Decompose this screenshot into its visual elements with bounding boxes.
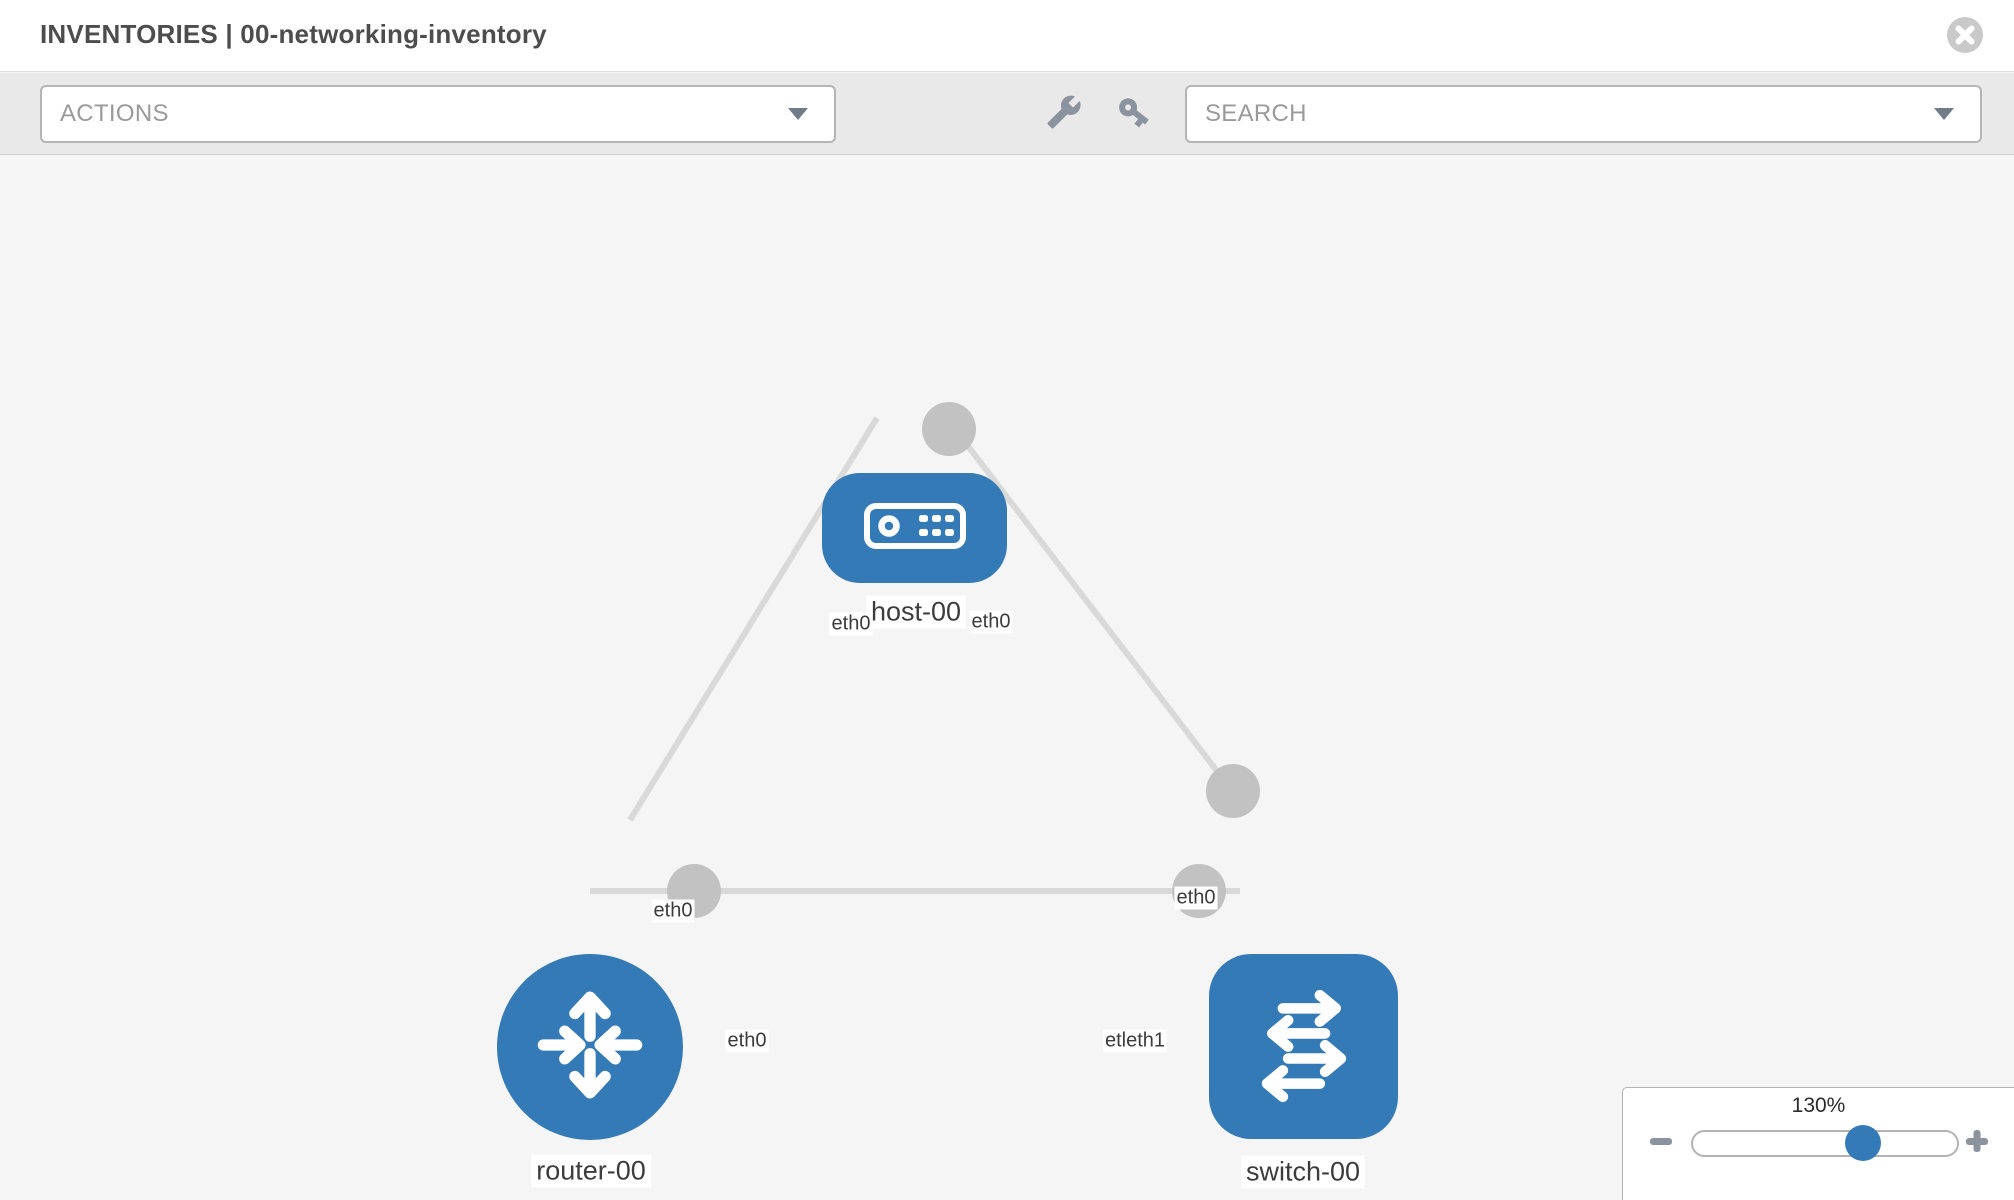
node-host-00[interactable]: [822, 473, 1007, 583]
node-switch-00[interactable]: [1209, 954, 1398, 1139]
close-button[interactable]: [1946, 16, 1984, 54]
adhoc-commands-button[interactable]: [1040, 89, 1088, 137]
actions-dropdown-value: ACTIONS: [60, 100, 169, 127]
link-host-switch[interactable]: [945, 418, 1236, 794]
credentials-button[interactable]: [1110, 89, 1158, 137]
page-title: INVENTORIES | 00-networking-inventory: [40, 19, 547, 49]
zoom-slider[interactable]: [1691, 1125, 1959, 1161]
node-router-00[interactable]: [497, 954, 683, 1140]
interface-label: eth0: [651, 899, 695, 923]
zoom-panel: 130%: [1622, 1087, 2014, 1200]
minus-icon: [1647, 1127, 1675, 1158]
zoom-level: 130%: [1791, 1094, 1846, 1117]
chevron-down-icon: [1934, 108, 1954, 120]
server-icon: [863, 502, 967, 555]
interface-label: eth0: [829, 612, 873, 636]
node-label-router: router-00: [531, 1154, 651, 1188]
node-label-host: host-00: [865, 595, 967, 629]
chevron-down-icon: [788, 108, 808, 120]
plus-icon: [1963, 1127, 1991, 1158]
circle-x-icon: [1946, 17, 1984, 57]
key-icon: [1116, 94, 1152, 133]
search-dropdown-value: SEARCH: [1205, 100, 1307, 127]
interface-label: eth0: [1174, 886, 1218, 910]
interface-label: etleth1: [1102, 1029, 1168, 1053]
topology-links-layer: [590, 402, 1260, 918]
router-arrows-icon: [527, 982, 653, 1113]
node-label-switch: switch-00: [1240, 1155, 1366, 1189]
zoom-in-button[interactable]: [1957, 1122, 1997, 1162]
port-switch-eth0: [1206, 764, 1260, 818]
interface-label: eth0: [725, 1029, 769, 1053]
wrench-icon: [1046, 94, 1082, 133]
actions-dropdown[interactable]: ACTIONS: [40, 85, 836, 143]
switch-arrows-icon: [1238, 978, 1370, 1115]
zoom-out-button[interactable]: [1641, 1122, 1681, 1162]
interface-label: eth0: [969, 610, 1013, 634]
header: INVENTORIES | 00-networking-inventory: [0, 0, 2014, 72]
zoom-slider-thumb[interactable]: [1845, 1125, 1881, 1161]
search-dropdown[interactable]: SEARCH: [1185, 85, 1982, 143]
toolbar: ACTIONS SEARCH: [0, 73, 2014, 155]
port-host-eth0: [922, 402, 976, 456]
topology-canvas[interactable]: host-00 router-00 switch-00 eth0 eth0 et…: [0, 156, 2014, 1200]
